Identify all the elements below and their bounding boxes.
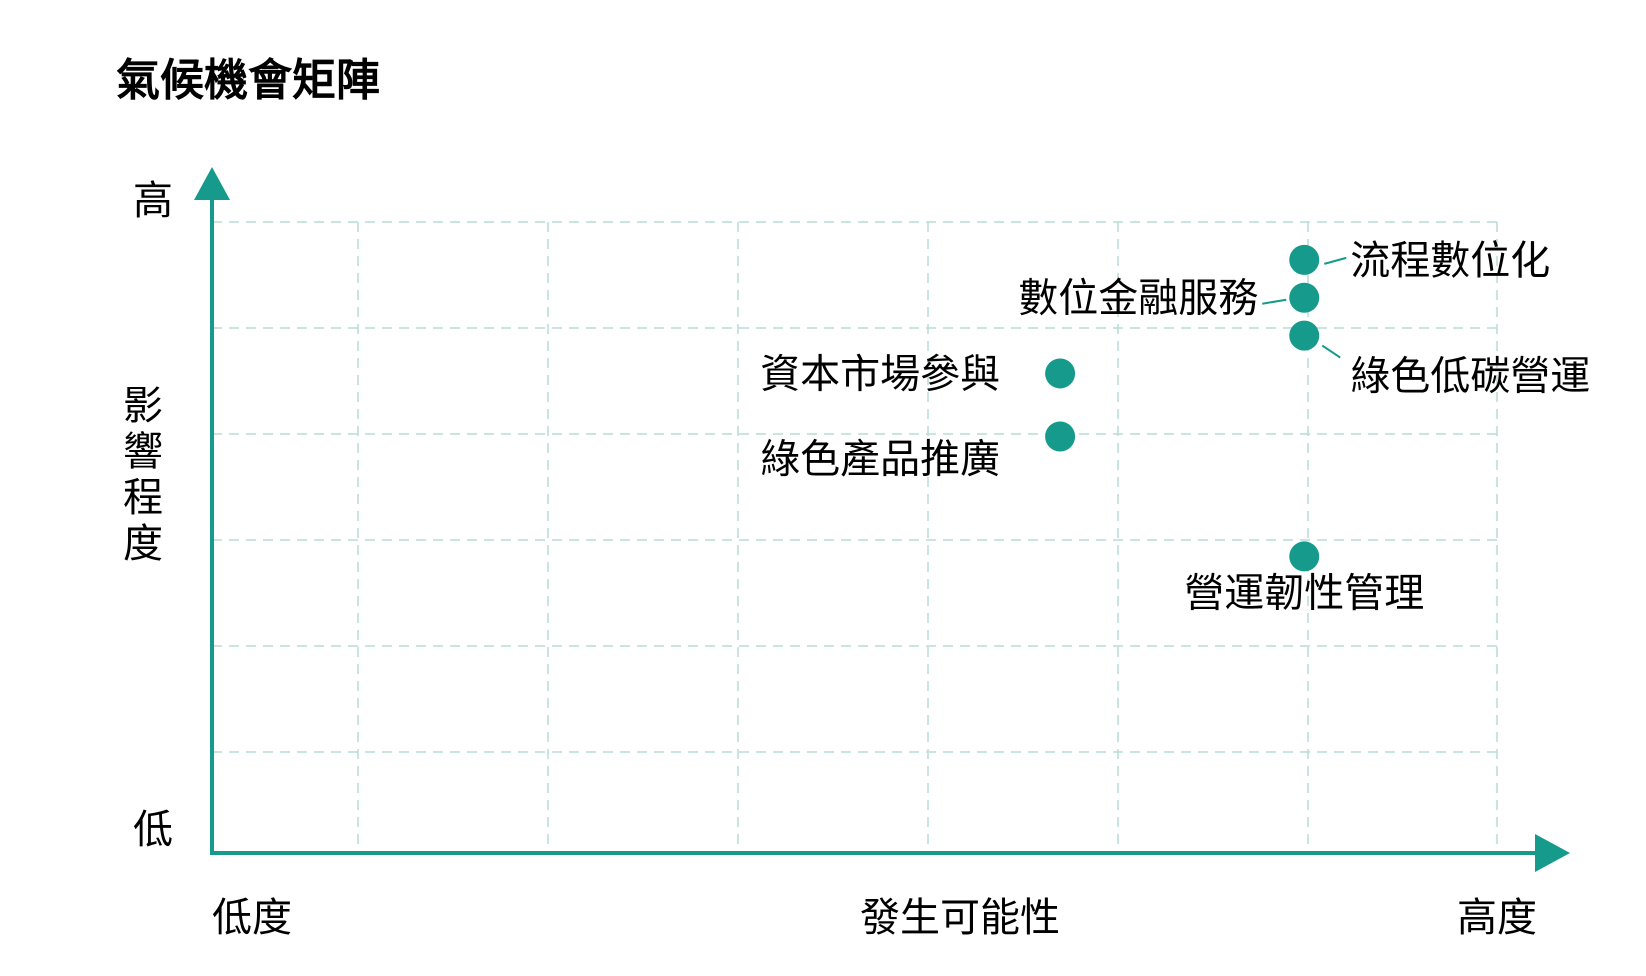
data-point [1045,421,1076,452]
data-point-label: 資本市場參與 [760,351,1000,397]
y-axis-arrow [194,167,230,200]
data-point [1289,244,1320,275]
data-point-label: 流程數位化 [1350,238,1550,284]
data-point-label: 數位金融服務 [1018,276,1258,322]
x-axis-title: 發生可能性 [860,895,1060,941]
grid [211,221,1498,850]
data-point [1289,541,1320,572]
leader-line [1321,344,1341,359]
data-point-label: 綠色低碳營運 [1350,354,1590,400]
y-high-label: 高 [133,178,173,224]
y-low-label: 低 [133,807,173,853]
data-point [1289,320,1320,351]
data-point-label: 綠色產品推廣 [760,437,1000,483]
x-axis-arrow [1535,834,1570,872]
chart-title: 氣候機會矩陣 [116,55,380,106]
axes [194,167,1570,872]
data-point [1045,358,1076,389]
x-low-label: 低度 [212,895,292,941]
x-high-label: 高度 [1457,895,1537,941]
data-point [1289,282,1320,313]
leader-line [1262,298,1287,305]
data-point-label: 營運韌性管理 [1184,570,1424,616]
leader-line [1323,256,1347,265]
y-axis-title: 影響程度 [116,384,162,568]
